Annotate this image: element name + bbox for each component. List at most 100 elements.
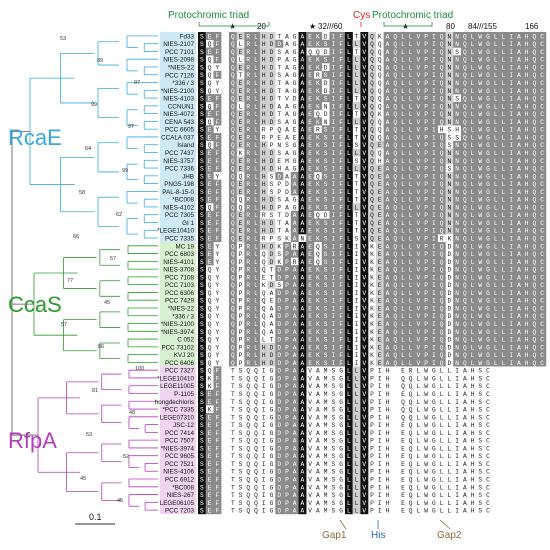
alignment-residue: I: [432, 57, 436, 64]
taxon-label: PCC 6803: [165, 251, 195, 258]
alignment-residue: E: [378, 173, 382, 180]
alignment-residue: T: [231, 484, 235, 491]
alignment-cell: [460, 156, 469, 165]
alignment-residue: L: [502, 243, 506, 250]
alignment-cell: [329, 156, 338, 165]
alignment-cell: [507, 125, 516, 134]
alignment-residue: L: [355, 422, 359, 429]
alignment-cell: [213, 218, 222, 227]
alignment-cell: [507, 117, 516, 126]
alignment-cell: [329, 148, 338, 157]
alignment-cell: [445, 101, 454, 110]
alignment-residue: V: [362, 383, 366, 390]
alignment-residue: Q: [533, 236, 537, 243]
alignment-residue: Q: [409, 461, 413, 468]
alignment-cell: [414, 117, 423, 126]
alignment-residue: F: [215, 166, 219, 173]
alignment-cell: [468, 187, 477, 196]
alignment-residue: V: [362, 228, 366, 235]
alignment-residue: L: [401, 220, 405, 227]
alignment-cell: [375, 218, 384, 227]
alignment-residue: L: [471, 96, 475, 103]
alignment-residue: Q: [533, 158, 537, 165]
alignment-residue: I: [331, 220, 335, 227]
alignment-residue: Q: [440, 166, 444, 173]
alignment-residue: L: [471, 228, 475, 235]
alignment-cell: [484, 203, 493, 212]
alignment-residue: D: [447, 274, 451, 281]
alignment-residue: H: [525, 360, 529, 367]
alignment-cell: [468, 78, 477, 87]
alignment-residue: Q: [378, 96, 382, 103]
alignment-cell: [460, 39, 469, 48]
alignment-residue: A: [293, 360, 297, 367]
alignment-residue: S: [324, 274, 328, 281]
alignment-residue: M: [324, 422, 328, 429]
alignment-residue: S: [447, 127, 451, 134]
alignment-residue: N: [455, 181, 459, 188]
alignment-cell: [445, 86, 454, 95]
alignment-cell: [530, 133, 539, 142]
alignment-residue: E: [308, 33, 312, 40]
alignment-residue: L: [447, 500, 451, 507]
alignment-cell: [391, 156, 400, 165]
alignment-residue: S: [239, 368, 243, 375]
alignment-cell: [391, 148, 400, 157]
alignment-residue: L: [254, 313, 258, 320]
alignment-residue: R: [246, 337, 250, 344]
alignment-cell: [507, 133, 516, 142]
alignment-residue: A: [301, 352, 305, 359]
alignment-residue: S: [200, 337, 204, 344]
alignment-residue: V: [362, 134, 366, 141]
alignment-cell: [499, 101, 508, 110]
alignment-residue: L: [355, 445, 359, 452]
taxon-label: PCC 7507: [165, 438, 195, 445]
alignment-cell: [337, 234, 346, 243]
alignment-residue: I: [432, 111, 436, 118]
alignment-residue: E: [308, 282, 312, 289]
alignment-residue: L: [347, 399, 351, 406]
bootstrap-value: 99: [122, 168, 128, 174]
alignment-cell: [383, 94, 392, 103]
alignment-cell: [507, 101, 516, 110]
alignment-residue: P: [270, 127, 274, 134]
alignment-cell: [414, 203, 423, 212]
alignment-residue: E: [378, 305, 382, 312]
alignment-residue: R: [409, 368, 413, 375]
alignment-cell: [360, 195, 369, 204]
alignment-residue: A: [463, 399, 467, 406]
alignment-cell: [453, 101, 462, 110]
alignment-residue: S: [447, 134, 451, 141]
alignment-residue: L: [409, 127, 413, 134]
alignment-cell: [375, 179, 384, 188]
alignment-residue: F: [215, 103, 219, 110]
alignment-cell: [445, 226, 454, 235]
alignment-residue: Q: [316, 251, 320, 258]
alignment-residue: G: [486, 344, 490, 351]
alignment-cell: [252, 63, 261, 72]
alignment-residue: Q: [262, 305, 266, 312]
alignment-residue: E: [208, 251, 212, 258]
alignment-residue: L: [254, 305, 258, 312]
alignment-residue: I: [378, 477, 382, 484]
alignment-residue: Q: [533, 360, 537, 367]
alignment-residue: S: [324, 41, 328, 48]
alignment-residue: A: [386, 282, 390, 289]
alignment-cell: [198, 39, 206, 48]
alignment-residue: Q: [393, 313, 397, 320]
alignment-residue: L: [254, 274, 258, 281]
alignment-residue: I: [355, 259, 359, 266]
alignment-residue: P: [277, 189, 281, 196]
alignment-cell: [538, 101, 547, 110]
alignment-residue: L: [409, 33, 413, 40]
taxon-label: MC 19: [175, 243, 194, 250]
alignment-residue: I: [331, 41, 335, 48]
alignment-cell: [460, 218, 469, 227]
alignment-residue: D: [293, 96, 297, 103]
alignment-residue: W: [478, 344, 482, 351]
alignment-residue: L: [471, 189, 475, 196]
alignment-cell: [228, 156, 237, 165]
alignment-residue: E: [308, 267, 312, 274]
alignment-residue: S: [200, 438, 204, 445]
alignment-residue: R: [246, 64, 250, 71]
